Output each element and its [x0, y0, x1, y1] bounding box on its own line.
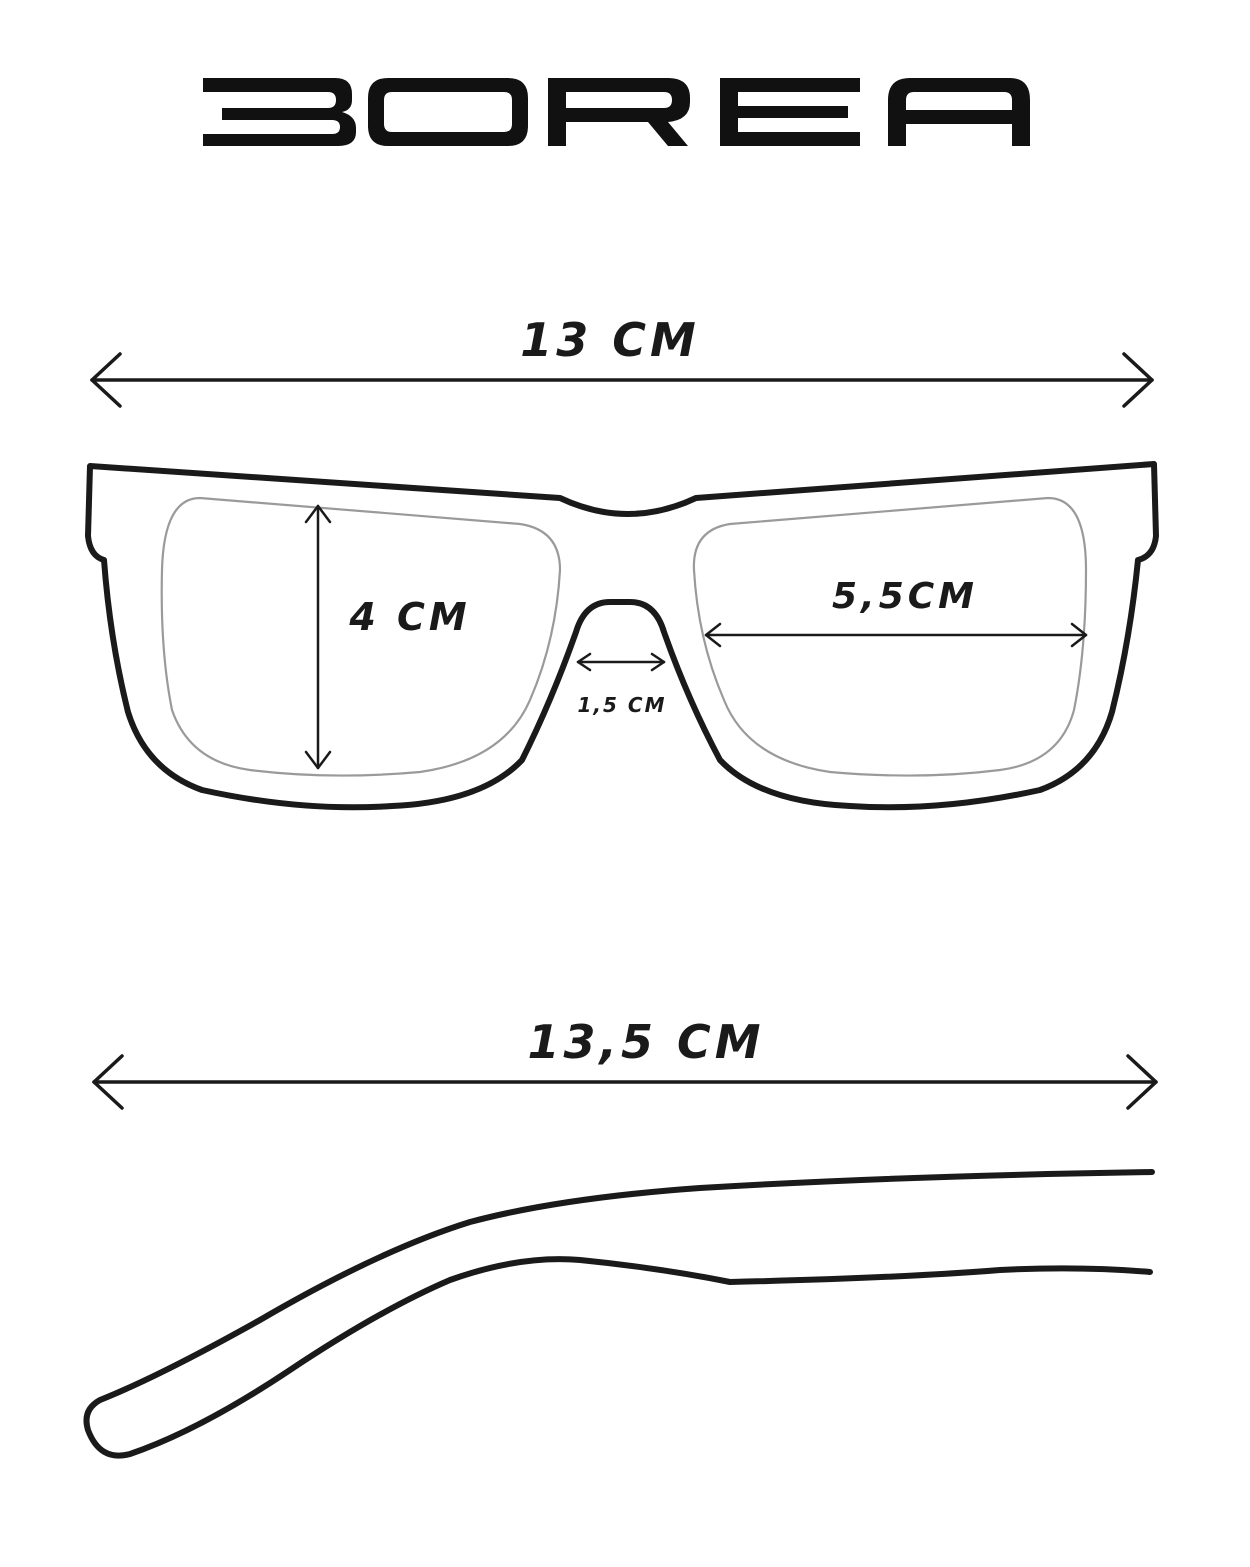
lens-height-label: 4 CM	[348, 595, 470, 639]
bridge-width-label: 1,5 CM	[578, 693, 667, 717]
temple-arm-outline	[83, 1169, 1155, 1459]
right-lens-outline	[692, 496, 1088, 777]
frame-outline	[85, 461, 1159, 811]
boreas-logo	[203, 78, 1030, 146]
temple-length-label: 13,5 CM	[527, 1015, 764, 1069]
frame-front-view	[85, 461, 1159, 811]
total-width-label: 13 CM	[520, 313, 700, 367]
temple-arm-side-view	[83, 1169, 1155, 1459]
lens-height-dimension	[304, 504, 332, 770]
bridge-width-dimension	[576, 652, 666, 672]
left-lens-outline	[160, 496, 562, 777]
lens-width-dimension	[704, 622, 1088, 648]
lens-width-label: 5,5CM	[832, 576, 978, 617]
temple-length-dimension	[92, 1054, 1158, 1110]
total-width-dimension	[90, 352, 1154, 408]
